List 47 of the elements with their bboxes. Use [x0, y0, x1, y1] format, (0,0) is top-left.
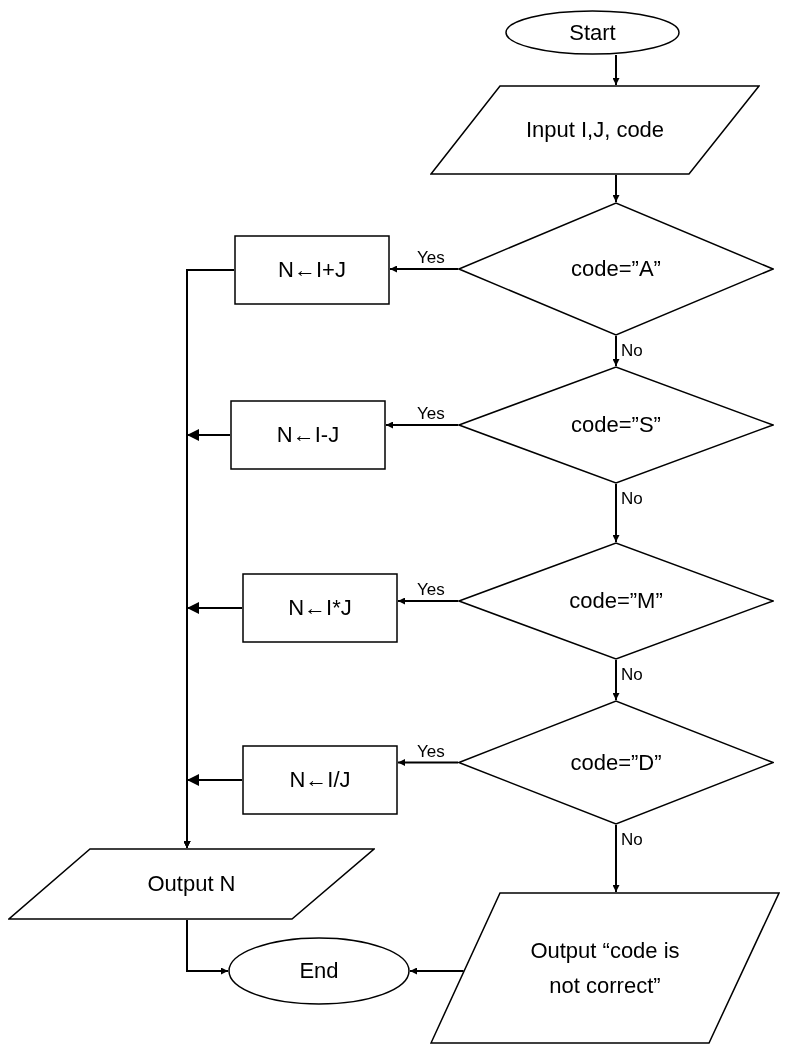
node-text: code=”A” [571, 255, 661, 284]
arrow [612, 335, 620, 367]
node-text: End [299, 957, 339, 986]
edge-label: Yes [416, 405, 446, 422]
node-text: N←I/J [289, 766, 351, 795]
arrow [612, 483, 620, 543]
node-text: code=”D” [570, 748, 662, 777]
process-box [242, 573, 398, 643]
node-text: Output “code is not correct” [529, 936, 681, 1000]
edge-label: No [620, 490, 644, 507]
process-box [234, 235, 390, 305]
node-text: N←I*J [288, 594, 352, 623]
decision-diamond [458, 700, 774, 825]
arrow [186, 919, 229, 975]
node-text: Input I,J, code [525, 116, 665, 145]
arrow [612, 174, 620, 203]
arrow [389, 265, 459, 273]
arrow [397, 759, 459, 766]
node-text: code=”S” [571, 411, 661, 440]
arrow [409, 967, 465, 975]
arrow [612, 824, 620, 893]
decision-diamond [458, 202, 774, 336]
node-text: Start [569, 18, 616, 47]
arrow [397, 597, 459, 605]
terminal-oval [228, 937, 410, 1005]
arrow [612, 54, 620, 86]
process-box [230, 400, 386, 470]
node-text: Output N [147, 870, 236, 899]
decision-diamond [458, 366, 774, 484]
arrow [612, 659, 620, 701]
process-box [242, 745, 398, 815]
node-text: N←I+J [278, 256, 346, 285]
edge-label: Yes [416, 249, 446, 266]
io-parallelogram [8, 848, 375, 920]
terminal-oval [505, 10, 680, 55]
arrow [183, 774, 243, 849]
edge-label: Yes [416, 742, 446, 760]
edge-label: No [620, 342, 644, 359]
arrow [385, 421, 459, 429]
io-parallelogram [430, 892, 780, 1044]
edge-label: No [620, 666, 644, 683]
edge-label: No [620, 831, 644, 848]
io-parallelogram [430, 85, 760, 175]
decision-diamond [458, 542, 774, 660]
edge-label: Yes [416, 581, 446, 598]
node-text: code=”M” [569, 587, 663, 616]
node-text: N←I-J [276, 421, 340, 450]
